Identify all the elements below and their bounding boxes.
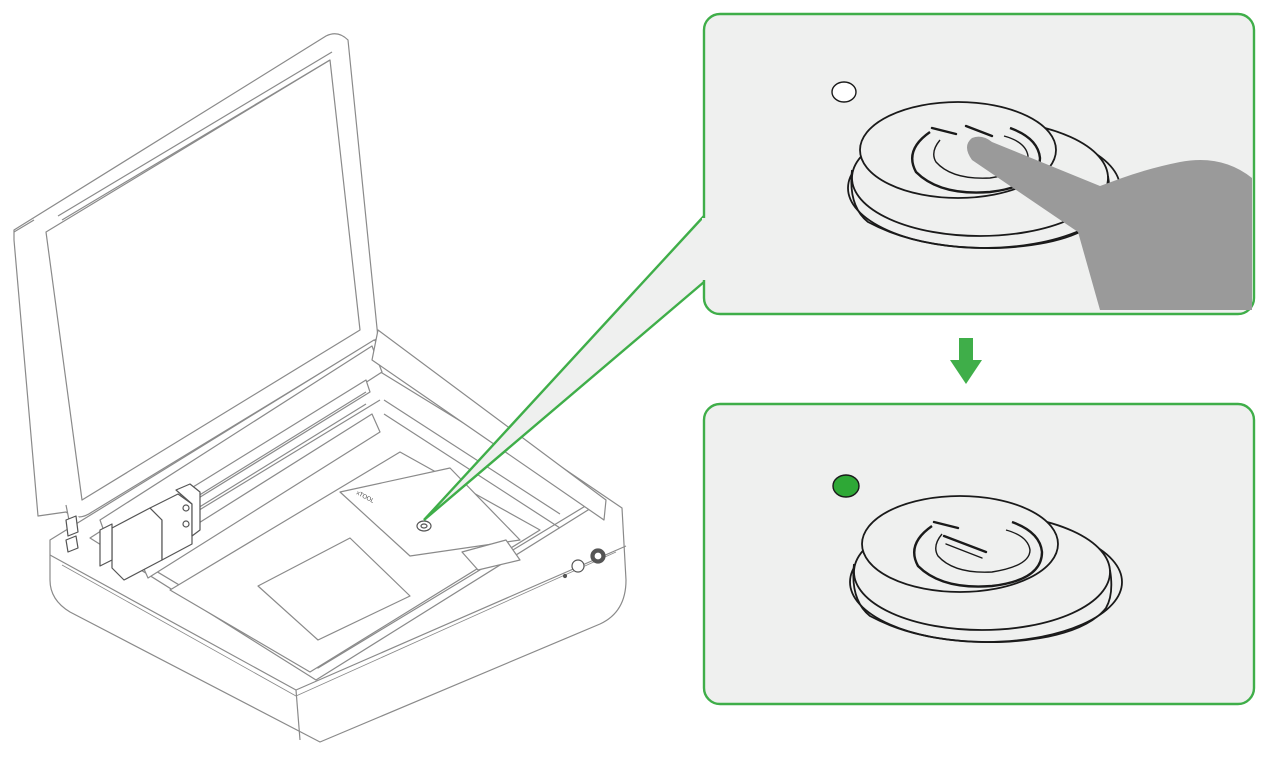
front-panel	[562, 548, 606, 579]
machine-workbed	[169, 451, 541, 673]
led-indicator-icon	[831, 81, 857, 103]
laser-head	[99, 483, 201, 581]
side-ports	[65, 515, 79, 553]
bed-power-button-icon	[416, 520, 432, 532]
panel-press-power-button	[702, 12, 1256, 316]
laser-machine-illustration: xTOOL	[13, 33, 627, 743]
callout-connector	[423, 215, 705, 521]
finger-icon	[967, 136, 1252, 310]
down-arrow-icon	[950, 338, 982, 384]
material-square	[257, 537, 411, 641]
front-secondary-button-icon	[571, 559, 585, 573]
led-indicator-icon	[832, 474, 860, 498]
machine-lid	[13, 33, 379, 529]
power-button-icon	[849, 495, 1123, 644]
panel-powered-on	[702, 402, 1256, 706]
